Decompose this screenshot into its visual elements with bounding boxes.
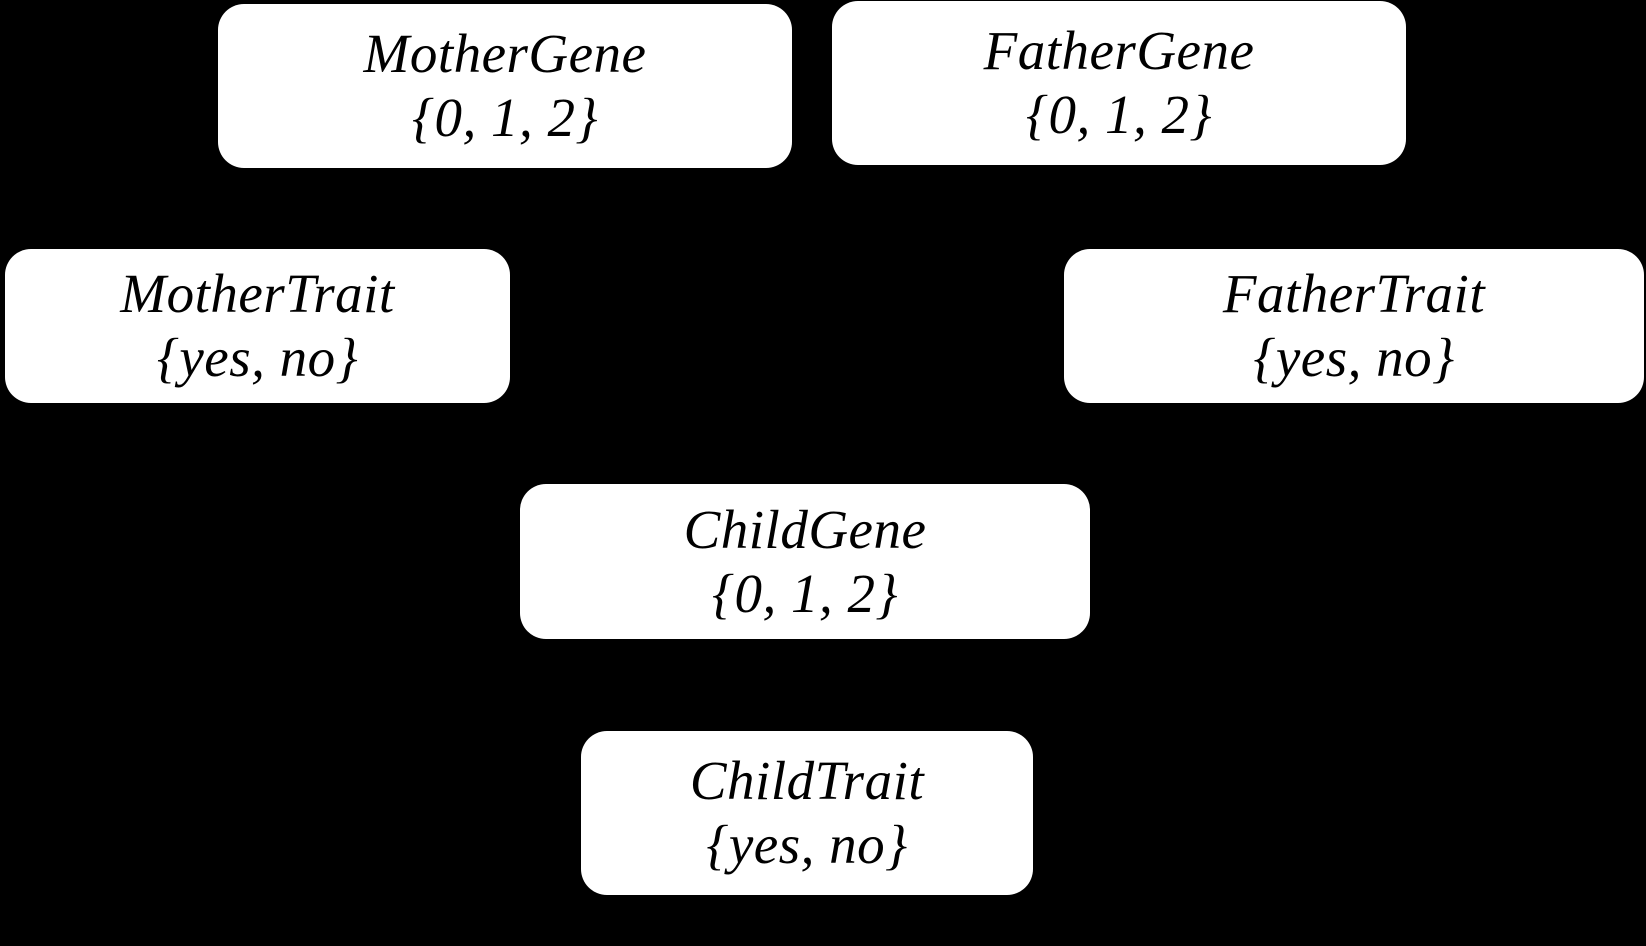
node-child-gene-domain: {0, 1, 2} xyxy=(712,562,898,624)
node-father-gene-label: FatherGene xyxy=(983,20,1255,82)
node-father-gene[interactable]: FatherGene {0, 1, 2} xyxy=(832,1,1406,165)
node-mother-trait[interactable]: MotherTrait {yes, no} xyxy=(5,249,510,403)
node-mother-gene[interactable]: MotherGene {0, 1, 2} xyxy=(218,4,792,168)
node-mother-gene-label: MotherGene xyxy=(363,23,647,85)
node-mother-trait-label: MotherTrait xyxy=(120,263,395,325)
node-father-trait-label: FatherTrait xyxy=(1222,263,1486,325)
node-child-gene-label: ChildGene xyxy=(683,498,927,560)
node-mother-trait-domain: {yes, no} xyxy=(156,327,359,388)
node-father-gene-domain: {0, 1, 2} xyxy=(1026,84,1212,145)
node-child-trait-domain: {yes, no} xyxy=(706,814,908,875)
node-father-trait[interactable]: FatherTrait {yes, no} xyxy=(1064,249,1644,403)
node-child-gene[interactable]: ChildGene {0, 1, 2} xyxy=(520,484,1090,639)
node-mother-gene-domain: {0, 1, 2} xyxy=(412,87,598,148)
node-child-trait[interactable]: ChildTrait {yes, no} xyxy=(581,731,1033,895)
node-child-trait-label: ChildTrait xyxy=(689,750,925,812)
node-father-trait-domain: {yes, no} xyxy=(1253,327,1455,388)
